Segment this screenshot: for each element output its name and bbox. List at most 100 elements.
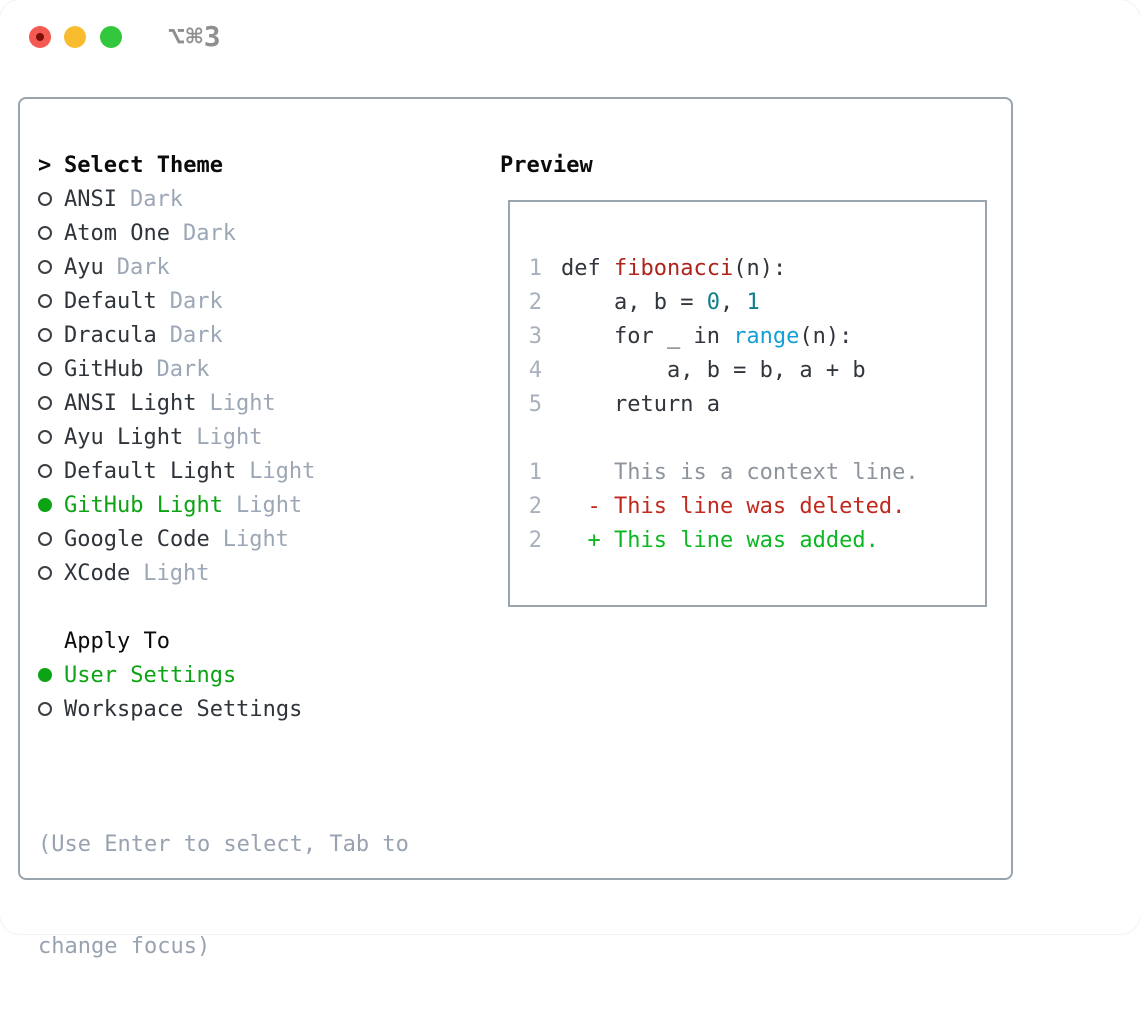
code-lines: 1 def fibonacci(n): 2 a, b = 0, 1 3 for … xyxy=(528,251,985,557)
radio-icon xyxy=(38,260,52,274)
code-text: This is a context line. xyxy=(561,460,919,485)
radio-icon xyxy=(38,192,52,206)
variant-badge: Light xyxy=(196,424,263,450)
code-segment-plain: , xyxy=(719,289,747,315)
radio-icon xyxy=(38,566,52,580)
select-theme-header: > Select Theme xyxy=(38,148,478,182)
code-segment-function: fibonacci xyxy=(613,255,734,281)
radio-icon xyxy=(38,702,52,716)
apply-option-user-settings[interactable]: User Settings xyxy=(38,658,478,692)
radio-icon xyxy=(38,430,52,444)
code-text: return a xyxy=(561,392,720,417)
theme-option-github[interactable]: GitHub Dark xyxy=(38,352,478,386)
code-segment-plain: return a xyxy=(561,391,720,417)
theme-option-ayu-light[interactable]: Ayu Light Light xyxy=(38,420,478,454)
spacer xyxy=(38,726,478,760)
code-segment-plain: (n): xyxy=(733,255,787,281)
radio-icon xyxy=(38,226,52,240)
code-line: 2 - This line was deleted. xyxy=(528,489,985,523)
code-segment-plain: for _ in xyxy=(561,323,734,349)
code-line: 1 This is a context line. xyxy=(528,455,985,489)
keyboard-hint: (Use Enter to select, Tab to change focu… xyxy=(38,760,478,1032)
option-label: Ayu xyxy=(64,254,104,280)
option-label: ANSI xyxy=(64,186,117,212)
radio-icon xyxy=(38,396,52,410)
code-text: for _ in range(n): xyxy=(561,324,852,349)
line-number: 1 xyxy=(528,459,542,485)
variant-badge: Dark xyxy=(156,356,210,382)
variant-badge: Light xyxy=(143,560,210,586)
code-line: 2 a, b = 0, 1 xyxy=(528,285,985,319)
apply-to-header: Apply To xyxy=(38,624,478,658)
radio-icon xyxy=(38,498,52,512)
option-label: Google Code xyxy=(64,526,210,552)
code-text: + This line was added. xyxy=(561,528,878,553)
variant-badge: Dark xyxy=(169,322,223,348)
code-line xyxy=(528,421,985,455)
option-label: XCode xyxy=(64,560,131,586)
radio-icon xyxy=(38,532,52,546)
maximize-button[interactable] xyxy=(100,26,122,48)
line-number: 3 xyxy=(528,323,542,349)
option-label: ANSI Light xyxy=(64,390,197,416)
option-label: Ayu Light xyxy=(64,424,184,450)
variant-badge: Dark xyxy=(129,186,183,212)
theme-option-atom-one[interactable]: Atom One Dark xyxy=(38,216,478,250)
line-number: 1 xyxy=(528,255,542,281)
radio-icon xyxy=(38,464,52,478)
theme-option-ansi-light[interactable]: ANSI Light Light xyxy=(38,386,478,420)
theme-option-xcode[interactable]: XCode Light xyxy=(38,556,478,590)
option-label: Workspace Settings xyxy=(64,696,303,722)
apply-to-title: Apply To xyxy=(64,628,170,654)
variant-badge: Dark xyxy=(169,288,223,314)
code-segment-number: 0 xyxy=(706,289,720,315)
radio-icon xyxy=(38,328,52,342)
theme-option-ansi[interactable]: ANSI Dark xyxy=(38,182,478,216)
option-label: Dracula xyxy=(64,322,157,348)
option-label: Atom One xyxy=(64,220,170,246)
preview-pane: 1 def fibonacci(n): 2 a, b = 0, 1 3 for … xyxy=(508,200,987,607)
code-text: a, b = 0, 1 xyxy=(561,290,760,315)
code-segment-plain: a, b = xyxy=(561,289,707,315)
theme-option-default[interactable]: Default Dark xyxy=(38,284,478,318)
code-segment-plain: def xyxy=(561,255,614,281)
theme-list: ANSI Dark Atom One Dark Ayu Dark Default… xyxy=(38,182,478,590)
code-line: 3 for _ in range(n): xyxy=(528,319,985,353)
code-text: - This line was deleted. xyxy=(561,494,905,519)
apply-option-workspace-settings[interactable]: Workspace Settings xyxy=(38,692,478,726)
code-segment-number: 1 xyxy=(746,289,760,315)
theme-option-google-code[interactable]: Google Code Light xyxy=(38,522,478,556)
titlebar: ⌥⌘3 xyxy=(0,0,1140,70)
line-number: 2 xyxy=(528,527,542,553)
variant-badge: Dark xyxy=(182,220,236,246)
theme-list-column: > Select Theme ANSI Dark Atom One Dark A… xyxy=(38,148,478,1032)
spacer xyxy=(38,590,478,624)
minimize-button[interactable] xyxy=(64,26,86,48)
keyboard-hint-line2: change focus) xyxy=(38,934,211,959)
code-segment-deleted: - This line was deleted. xyxy=(561,493,906,519)
keyboard-hint-line1: (Use Enter to select, Tab to xyxy=(38,832,409,857)
variant-badge: Dark xyxy=(116,254,170,280)
line-number: 2 xyxy=(528,289,542,315)
preview-title: Preview xyxy=(500,152,593,178)
theme-option-ayu[interactable]: Ayu Dark xyxy=(38,250,478,284)
app-window: ⌥⌘3 > Select Theme ANSI Dark Atom One Da… xyxy=(0,0,1140,959)
code-segment-builtin: range xyxy=(733,323,800,349)
code-text: a, b = b, a + b xyxy=(561,358,866,383)
close-button[interactable] xyxy=(29,26,51,48)
prompt-icon: > xyxy=(38,152,52,178)
theme-option-default-light[interactable]: Default Light Light xyxy=(38,454,478,488)
option-label: Default xyxy=(64,288,157,314)
theme-option-github-light[interactable]: GitHub Light Light xyxy=(38,488,478,522)
window-shortcut-label: ⌥⌘3 xyxy=(168,20,222,53)
radio-icon xyxy=(38,294,52,308)
variant-badge: Light xyxy=(249,458,316,484)
code-line: 5 return a xyxy=(528,387,985,421)
select-theme-title: Select Theme xyxy=(64,152,223,178)
radio-icon xyxy=(38,362,52,376)
variant-badge: Light xyxy=(235,492,303,518)
theme-option-dracula[interactable]: Dracula Dark xyxy=(38,318,478,352)
option-label: GitHub Light xyxy=(64,492,223,518)
variant-badge: Light xyxy=(222,526,289,552)
option-label: Default Light xyxy=(64,458,237,484)
